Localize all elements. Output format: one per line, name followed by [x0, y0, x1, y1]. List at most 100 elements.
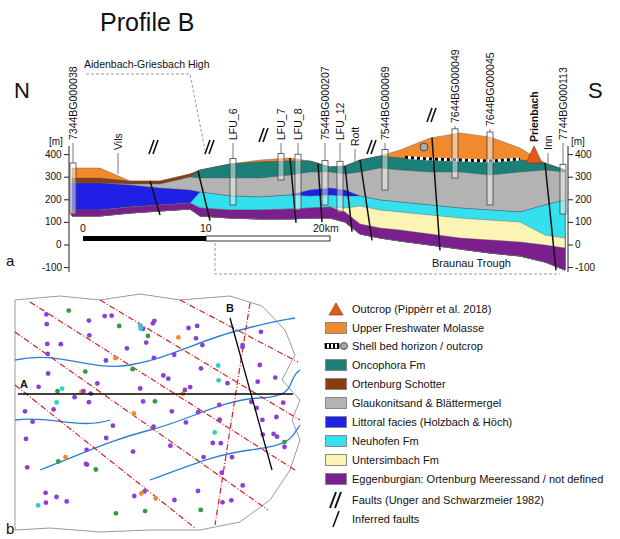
fault-line: [360, 160, 372, 240]
legend-swatch: [325, 454, 347, 466]
borehole-label: 7644BG000045: [484, 52, 496, 126]
axis-number: 400: [575, 149, 592, 161]
legend-text: Outcrop (Pippèrr et al. 2018): [352, 303, 491, 316]
fault-line: [318, 163, 322, 222]
map-fault: [15, 385, 195, 528]
borehole-column: [382, 150, 388, 191]
borehole-dot: [220, 500, 225, 505]
axis-tick: [64, 245, 69, 246]
borehole-dot: [56, 459, 61, 464]
borehole-dot: [151, 424, 156, 429]
legend-shell-bar: [325, 344, 339, 349]
borehole-dot: [104, 358, 109, 363]
legend-text: Upper Freshwater Molasse: [352, 322, 484, 335]
borehole-dot: [240, 483, 245, 488]
borehole-label: Vils: [112, 133, 124, 150]
borehole-dot: [109, 313, 114, 318]
cross-section: [72, 133, 565, 270]
borehole-dot: [200, 343, 205, 348]
leader-line: [298, 143, 299, 154]
borehole-label: 7744BG000113: [557, 67, 569, 140]
strata-layer: [72, 133, 565, 270]
borehole-label: LFU_12: [334, 103, 346, 140]
map-fault: [100, 300, 300, 420]
borehole-dot: [66, 308, 71, 313]
borehole-dot: [198, 508, 203, 513]
legend-text: Littoral facies (Holzbach & Höch): [352, 416, 512, 429]
label: B: [226, 302, 234, 315]
borehole-label: 7544BG000207: [319, 66, 331, 140]
axis-tick: [568, 154, 573, 155]
borehole-dot: [104, 436, 109, 441]
borehole-dot: [44, 312, 49, 317]
river: [40, 370, 300, 470]
borehole-dot: [44, 500, 49, 505]
leader-line: [455, 126, 456, 129]
borehole-column: [560, 164, 566, 214]
borehole-dot: [255, 379, 260, 384]
trough-bracket: [215, 238, 560, 274]
borehole-dot: [132, 411, 137, 416]
borehole-label: 7644BG000049: [449, 49, 461, 123]
borehole-dot: [153, 496, 158, 501]
borehole-dot: [169, 409, 174, 414]
axis-line: [69, 146, 70, 272]
borehole-dot: [194, 336, 199, 341]
borehole-dot: [36, 384, 41, 389]
borehole-label: LFU_7: [275, 108, 287, 140]
map-fault: [30, 302, 295, 470]
legend-swatch: [325, 416, 347, 428]
borehole-dot: [58, 342, 63, 347]
borehole-dot: [54, 495, 59, 500]
legend-swatch: [325, 397, 347, 409]
borehole-dot: [229, 498, 234, 503]
map-fault: [215, 303, 250, 525]
borehole-dot: [168, 443, 173, 448]
leader-line: [281, 143, 282, 154]
fault-line: [432, 138, 440, 251]
shell-bed-horizon: [405, 157, 520, 161]
borehole-dot: [114, 511, 119, 516]
borehole-dot: [225, 381, 230, 386]
fault-line: [345, 166, 352, 232]
shell-bed-base: [405, 157, 520, 161]
axis-line: [568, 146, 569, 272]
legend-text: Inferred faults: [352, 513, 419, 526]
legend-shell-dot: [341, 343, 348, 350]
borehole-column: [230, 159, 236, 205]
axis-number: 0: [575, 239, 581, 251]
borehole-dot: [24, 437, 29, 442]
borehole-column: [337, 161, 343, 212]
borehole-dot: [83, 369, 88, 374]
axis-tick: [568, 199, 573, 200]
legend-swatch: [325, 473, 347, 485]
borehole-dot: [188, 385, 193, 390]
legend-text: Ortenburg Schotter: [352, 378, 446, 391]
borehole-dot: [176, 335, 181, 340]
borehole-dot: [281, 400, 286, 405]
borehole-dot: [131, 449, 136, 454]
axis-tick: [568, 222, 573, 223]
scale-bar: [83, 236, 330, 241]
fault-symbol: [371, 140, 376, 154]
label: S: [588, 78, 603, 103]
label: N: [14, 78, 30, 103]
fault-line: [150, 181, 160, 215]
label: Aidenbach-Griesbach High: [84, 58, 210, 70]
label: A: [20, 378, 28, 391]
borehole-dot: [212, 430, 217, 435]
borehole-dot: [217, 417, 222, 422]
borehole-dot: [183, 388, 188, 393]
borehole-dot: [54, 400, 59, 405]
fault-symbol: [209, 140, 214, 154]
axis-number: 100: [45, 216, 62, 228]
borehole-dot: [25, 465, 30, 470]
figure-title: Profile B: [100, 8, 194, 37]
axis-tick: [64, 154, 69, 155]
borehole-dot: [45, 351, 50, 356]
borehole-dot: [196, 410, 201, 415]
legend-swatch: [325, 435, 347, 447]
borehole-dot: [102, 314, 107, 319]
strata-layer: [72, 203, 565, 270]
legend-text: Glaukonitsand & Blättermergel: [352, 397, 501, 410]
